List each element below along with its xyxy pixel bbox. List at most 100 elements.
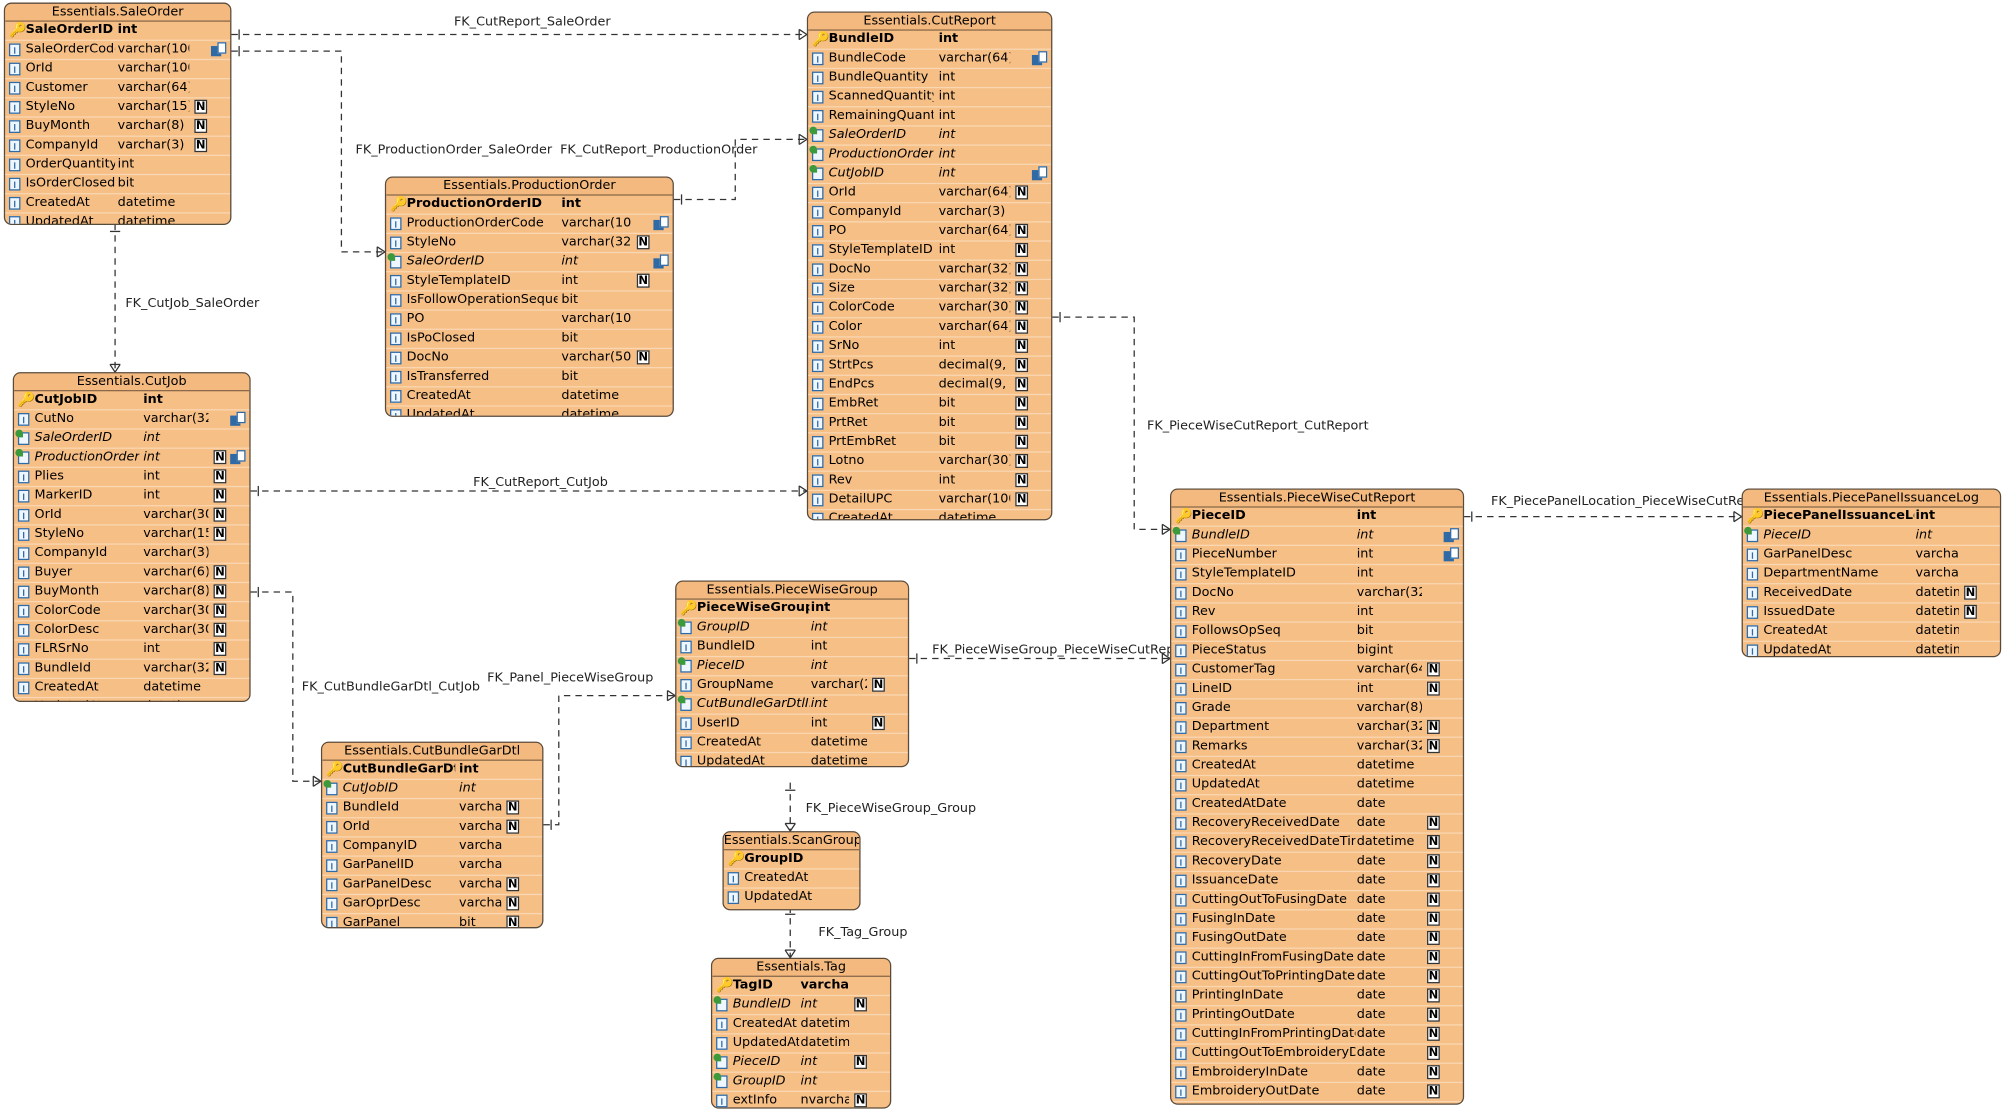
column-row[interactable]: GarPanelDescvarchar(32) [1742, 546, 2000, 566]
entity-piecepanelissuancelog[interactable]: Essentials.PiecePanelIssuanceLog🔑PiecePa… [1741, 488, 2002, 658]
column-row[interactable]: IsFollowOperationSequencebit [386, 292, 673, 311]
entity-piecewisegroup[interactable]: Essentials.PieceWiseGroup🔑PieceWiseGroup… [675, 580, 910, 768]
relationship-line-fk-productionorder-saleorder[interactable] [231, 50, 385, 253]
column-row[interactable]: GarOprDescvarchar(8)N [322, 895, 543, 915]
column-row[interactable]: IssuedDatedatetimeN [1742, 604, 2000, 623]
entity-scangroup[interactable]: Essentials.ScanGroup🔑GroupIDintCreatedAt… [722, 831, 861, 911]
entity-productionorder[interactable]: Essentials.ProductionOrder🔑ProductionOrd… [384, 176, 674, 417]
relationship-line-fk-piecewisecutreport-cutreport[interactable] [1052, 316, 1171, 531]
column-row[interactable]: RemainingQuantityint [808, 107, 1052, 127]
entity-cutbundlegardtl[interactable]: Essentials.CutBundleGarDtl🔑CutBundleGarD… [320, 741, 544, 929]
column-row[interactable]: CuttingInFromEmbroideryDatedateN [1171, 1102, 1463, 1104]
relationship-line-fk-cutbundlegardtl-cutjob[interactable] [250, 591, 321, 782]
relationship-line-fk-panel-piecewisegroup[interactable] [543, 694, 676, 826]
column-row[interactable]: ReceivedDatedatetimeN [1742, 584, 2000, 604]
column-row[interactable]: ProductionOrderIDintN [14, 448, 250, 469]
entity-tag[interactable]: Essentials.Tag🔑TagIDvarchar(50)BundleIDi… [710, 957, 892, 1109]
column-row[interactable]: CuttingOutToEmbroideryDatedateN [1171, 1045, 1463, 1064]
column-row[interactable]: CompanyIDvarchar(3) [322, 838, 543, 857]
column-row[interactable]: 🔑PiecePanelIssuanceLogIDint [1742, 508, 2000, 527]
